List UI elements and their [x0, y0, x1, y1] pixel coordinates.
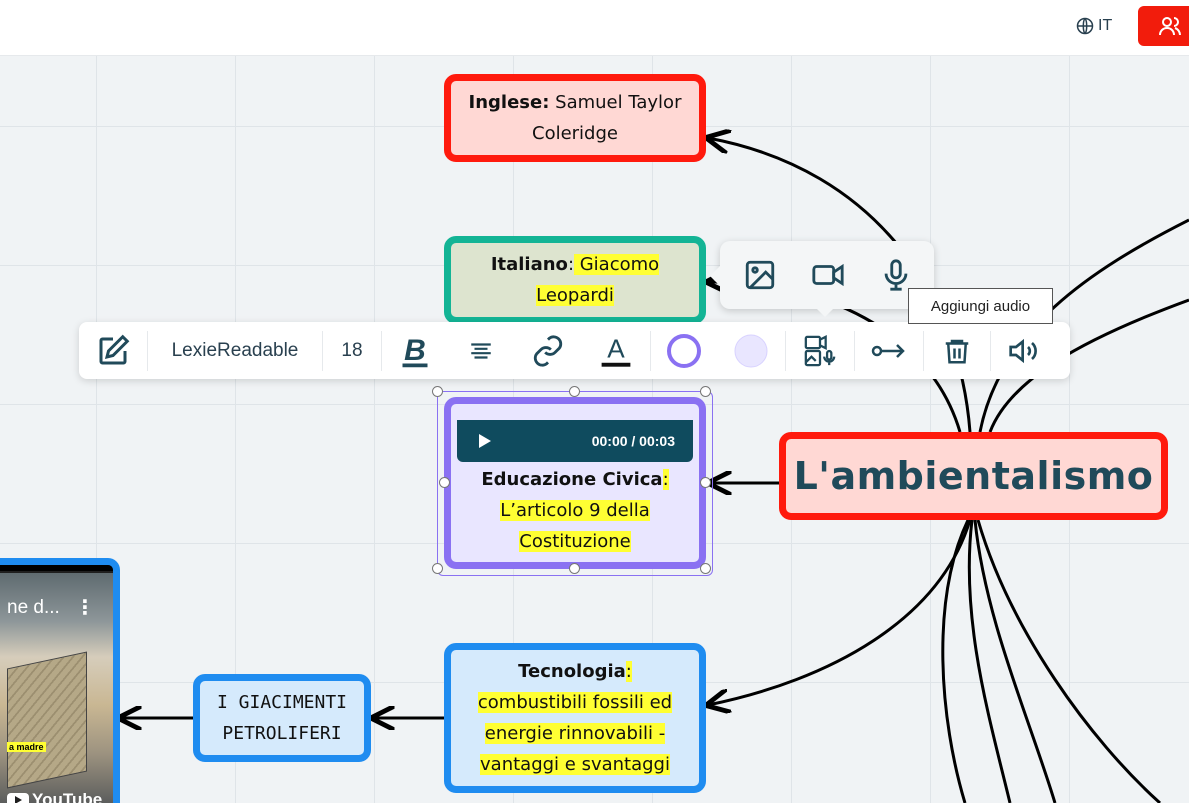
youtube-logo: YouTube [7, 790, 102, 803]
tooltip: Aggiungi audio [908, 288, 1053, 324]
youtube-play-icon [7, 792, 29, 803]
video-menu-icon[interactable]: ⋮ [75, 595, 95, 619]
fill-color-swatch [734, 334, 768, 367]
font-family-select[interactable]: LexieReadable [148, 322, 322, 379]
node-educazione-text: Educazione Civica: L’articolo 9 della Co… [481, 469, 669, 552]
resize-handle-b[interactable] [569, 563, 580, 574]
font-size-value: 18 [341, 339, 363, 361]
add-image-button[interactable] [740, 255, 780, 295]
align-button[interactable] [448, 322, 514, 379]
resize-handle-br[interactable] [700, 563, 711, 574]
text-color-icon: A [601, 334, 631, 367]
border-color-swatch [667, 333, 701, 368]
add-video-button[interactable] [808, 255, 848, 295]
play-icon[interactable] [479, 434, 491, 448]
audio-time: 00:00 / 00:03 [591, 432, 675, 449]
delete-button[interactable] [924, 322, 990, 379]
media-popup [710, 241, 934, 317]
toolbar-separator [381, 330, 382, 371]
link-icon [533, 334, 563, 367]
speaker-icon [1009, 338, 1037, 363]
media-button[interactable] [786, 322, 854, 379]
rock-strata-illustration [7, 651, 87, 789]
node-root[interactable]: L'ambientalismo [779, 432, 1168, 520]
video-thumb-label: a madre [7, 742, 46, 752]
top-bar: IT [0, 0, 1189, 56]
image-icon [745, 260, 775, 290]
node-tecnologia-text: Tecnologia: combustibili fossili ed ener… [477, 661, 673, 775]
resize-handle-l[interactable] [439, 477, 450, 488]
toolbar-separator [322, 330, 323, 371]
align-center-icon [471, 342, 491, 359]
root-label: L'ambientalismo [793, 453, 1154, 498]
video-title: ne d... [7, 597, 60, 618]
toolbar-separator [147, 330, 148, 371]
audio-player[interactable]: 00:00 / 00:03 [457, 412, 693, 462]
speak-button[interactable] [991, 322, 1057, 379]
trash-icon [945, 339, 969, 363]
giacimenti-label: I GIACIMENTI PETROLIFERI [216, 692, 348, 744]
fill-color-button[interactable] [717, 322, 785, 379]
node-italiano-text: Italiano: Giacomo Leopardi [490, 254, 660, 306]
font-family-value: LexieReadable [171, 339, 299, 361]
border-color-button[interactable] [651, 322, 717, 379]
svg-text:B: B [404, 334, 426, 367]
video-node[interactable]: a madre ne d... ⋮ YouTube [0, 558, 120, 803]
resize-handle-tl[interactable] [432, 386, 443, 397]
edit-button[interactable] [79, 322, 147, 379]
node-inglese[interactable]: Inglese: Samuel Taylor Coleridge [444, 74, 706, 162]
node-italiano[interactable]: Italiano: Giacomo Leopardi [444, 236, 706, 324]
resize-handle-t[interactable] [569, 386, 580, 397]
connector-button[interactable] [855, 322, 923, 379]
toolbar-separator [650, 330, 651, 371]
font-size-select[interactable]: 18 [323, 322, 381, 379]
resize-handle-tr[interactable] [700, 386, 711, 397]
share-button[interactable] [1138, 6, 1189, 46]
tooltip-text: Aggiungi audio [930, 297, 1031, 315]
bold-icon: B [402, 334, 428, 367]
video-top-bar [0, 565, 113, 571]
node-tecnologia[interactable]: Tecnologia: combustibili fossili ed ener… [444, 643, 706, 793]
formatting-toolbar: LexieReadable 18 B A [79, 322, 1070, 379]
language-selector[interactable]: IT [1076, 14, 1112, 38]
globe-icon [1076, 17, 1094, 35]
node-inglese-text: Inglese: Samuel Taylor Coleridge [468, 92, 682, 144]
language-label: IT [1098, 17, 1113, 34]
connector-icon [871, 343, 905, 358]
media-icon [804, 334, 836, 366]
resize-handle-r[interactable] [700, 477, 711, 488]
resize-handle-bl[interactable] [432, 563, 443, 574]
users-icon [1159, 17, 1181, 36]
link-button[interactable] [514, 322, 582, 379]
svg-text:A: A [607, 334, 625, 364]
bold-button[interactable]: B [382, 322, 448, 379]
node-educazione-civica[interactable]: 00:00 / 00:03 Educazione Civica: L’artic… [444, 397, 706, 569]
edit-icon [99, 334, 130, 364]
video-camera-icon [812, 263, 844, 287]
text-color-button[interactable]: A [582, 322, 650, 379]
node-giacimenti-petroliferi[interactable]: I GIACIMENTI PETROLIFERI [193, 674, 371, 762]
